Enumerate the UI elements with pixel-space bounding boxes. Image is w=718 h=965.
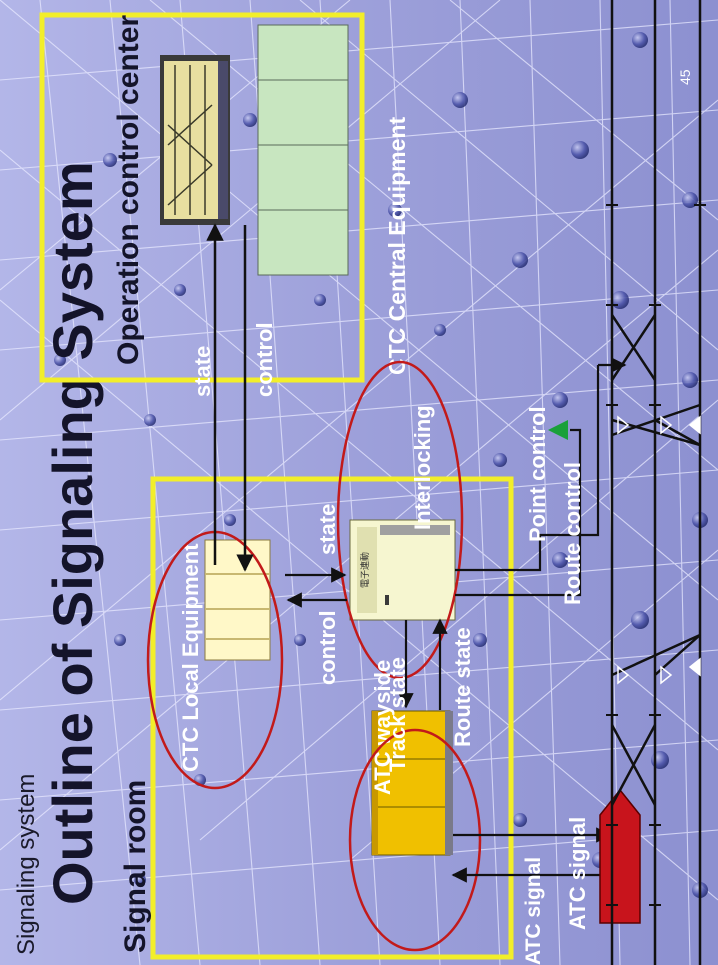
ctc-local-cabinet	[204, 539, 271, 661]
state-label-top: state	[190, 346, 215, 397]
cabinet-marking: 電子連動	[359, 552, 370, 588]
ctc-local-label: CTC Local Equipment	[178, 543, 203, 772]
operation-center-label: Operation control center	[112, 15, 145, 365]
signal-head-icon	[548, 420, 568, 440]
ctc-display-panel	[160, 55, 230, 225]
atc-wayside-label: ATC wayside	[370, 660, 395, 795]
ctc-central-label: CTC Central Equipment	[384, 117, 410, 375]
atc-signal-label-2: ATC signal	[565, 817, 590, 930]
operation-center-box	[39, 12, 365, 383]
state-label-mid: state	[315, 504, 340, 555]
atc-wayside-cabinet	[371, 710, 453, 856]
interlocking-highlight	[336, 360, 464, 680]
ctc-server-racks	[257, 24, 349, 276]
signal-room-label: Signal room	[119, 780, 152, 953]
page-title: Outline of Signaling System	[41, 161, 104, 905]
control-label-mid: control	[315, 610, 340, 685]
interlocking-label: Interlocking	[410, 405, 435, 530]
atc-wayside-highlight	[348, 728, 482, 952]
atc-signal-label-1: ATC signal	[522, 857, 545, 965]
track-state-label: Track state	[385, 657, 410, 772]
interlocking-cabinet: 電子連動	[349, 519, 456, 621]
train-icon	[599, 788, 641, 924]
signal-room-box	[150, 476, 514, 960]
background-nodes	[54, 32, 708, 898]
point-control-label: Point control	[525, 406, 550, 542]
slide-content: Signaling system Outline of Signaling Sy…	[13, 0, 706, 965]
section-header: Signaling system	[13, 774, 40, 955]
track-triangle-markers	[617, 415, 701, 685]
route-control-label: Route control	[560, 462, 585, 605]
point-control-line	[455, 365, 600, 572]
page-number: 45	[677, 69, 693, 85]
track-insulated-joints	[606, 204, 706, 906]
route-control-line	[455, 428, 582, 597]
route-state-label: Route state	[450, 627, 475, 747]
control-label-top: control	[252, 322, 277, 397]
